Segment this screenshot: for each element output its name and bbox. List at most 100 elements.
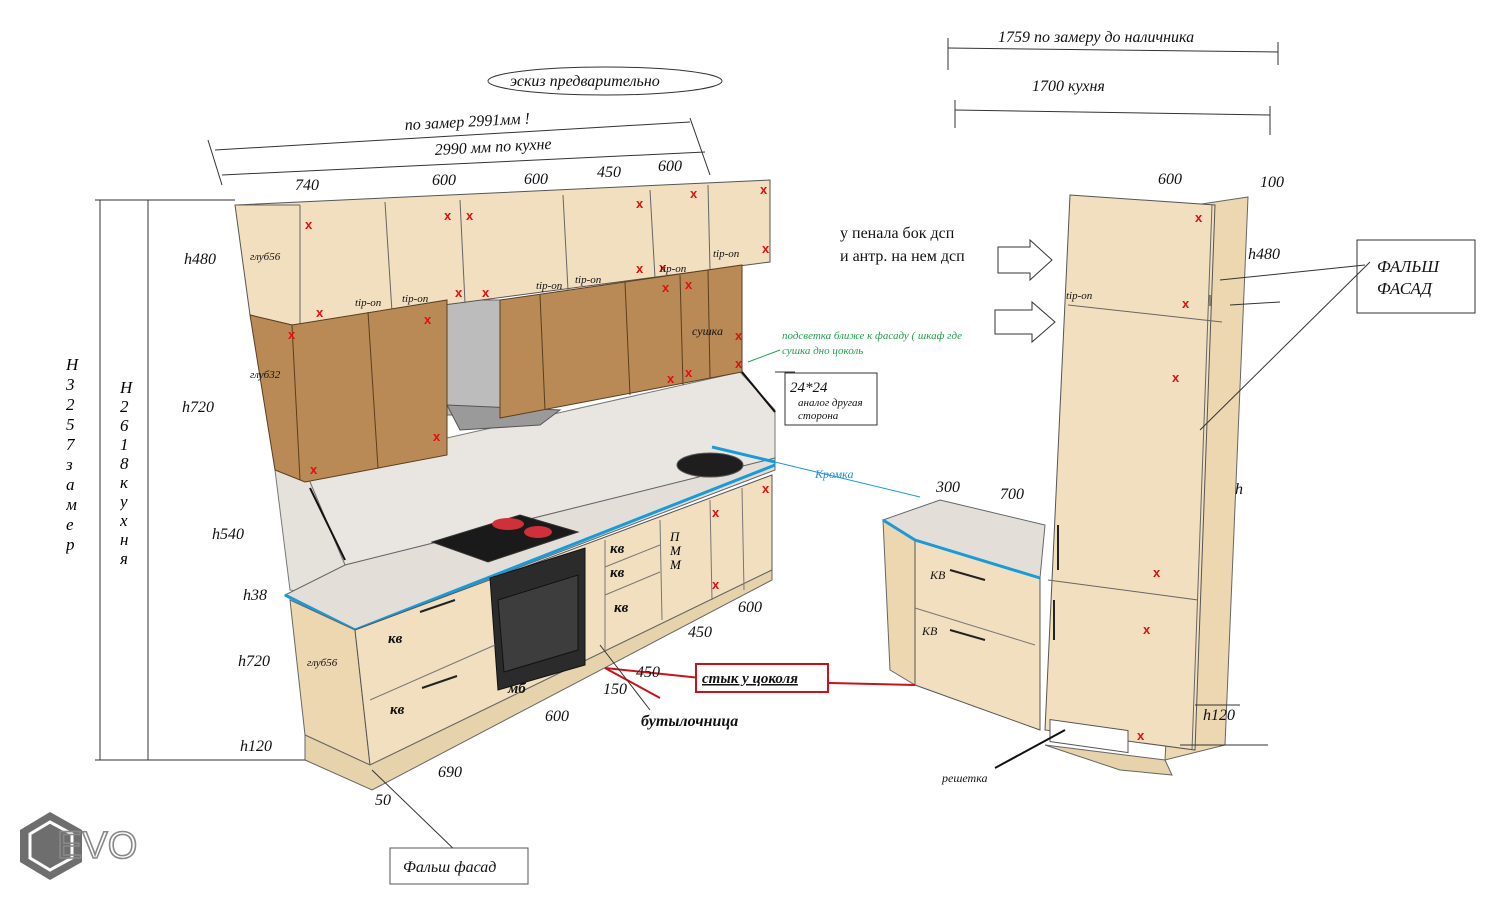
width-600-b: 600 bbox=[524, 171, 548, 188]
drawer-mb: мб bbox=[507, 681, 526, 697]
svg-text:x: x bbox=[685, 277, 693, 292]
svg-text:x: x bbox=[659, 260, 667, 275]
pencil-note-1: у пенала бок дсп bbox=[840, 225, 955, 242]
width-600-a: 600 bbox=[432, 172, 456, 189]
svg-text:x: x bbox=[712, 577, 720, 592]
svg-text:x: x bbox=[667, 371, 675, 386]
svg-text:x: x bbox=[1143, 622, 1151, 637]
svg-text:x: x bbox=[735, 328, 743, 343]
drawer-kv-1: кв bbox=[388, 631, 403, 647]
svg-text:x: x bbox=[690, 186, 698, 201]
profile-text-2: сторона bbox=[798, 410, 839, 422]
svg-text:x: x bbox=[433, 429, 441, 444]
right-width-100: 100 bbox=[1260, 174, 1284, 191]
arrow-right-top bbox=[997, 238, 1053, 282]
svg-text:x: x bbox=[762, 481, 770, 496]
tip-on-1: tip-on bbox=[355, 297, 382, 309]
svg-text:x: x bbox=[1137, 728, 1145, 743]
dimension-lines-left bbox=[95, 38, 1279, 761]
tall-unit-front bbox=[1044, 194, 1216, 751]
measured-width-label: по замер 2991мм ! bbox=[404, 110, 530, 134]
height-h540: h540 bbox=[212, 526, 244, 543]
depth-middle: глуб32 bbox=[250, 369, 281, 381]
upper-cabinets bbox=[234, 179, 771, 326]
svg-text:x: x bbox=[762, 241, 770, 256]
drawer-kv-5: кв bbox=[614, 600, 629, 616]
svg-text:x: x bbox=[1195, 210, 1203, 225]
right-width-700: 700 bbox=[1000, 486, 1024, 503]
corner-edge-highlight bbox=[882, 518, 1041, 580]
width-600-c: 600 bbox=[658, 158, 682, 175]
svg-text:x: x bbox=[466, 208, 474, 223]
sink-bowl bbox=[676, 452, 744, 478]
svg-text:x: x bbox=[662, 280, 670, 295]
base-width-600: 600 bbox=[545, 708, 569, 725]
height-h38: h38 bbox=[243, 587, 267, 604]
lighting-note-2: сушка дно цоколь bbox=[782, 345, 863, 357]
preliminary-sketch-ellipse bbox=[487, 66, 723, 96]
depth-upper: глуб56 bbox=[250, 251, 281, 263]
vertical-kitchen-label: Н2618 кухня bbox=[120, 378, 132, 568]
corner-KV-2: КВ bbox=[921, 624, 938, 638]
svg-text:x: x bbox=[735, 356, 743, 371]
cooker-hood bbox=[446, 299, 501, 416]
svg-text:x: x bbox=[310, 462, 318, 477]
middle-cabinets-left bbox=[249, 299, 448, 483]
ventilation-grille bbox=[1049, 718, 1129, 754]
height-h480: h480 bbox=[184, 251, 216, 268]
bottle-holder-label: бутылочница bbox=[641, 713, 738, 730]
drawer-kv-2: кв bbox=[390, 702, 405, 718]
base-width-600-right: 600 bbox=[738, 599, 762, 616]
false-facade-bottom-label: Фальш фасад bbox=[403, 859, 496, 876]
svg-text:x: x bbox=[316, 305, 324, 320]
edge-highlight-front bbox=[354, 463, 776, 632]
plinth-joint-box bbox=[695, 663, 829, 693]
edge-label: Кромка bbox=[814, 467, 853, 481]
profile-size: 24*24 bbox=[790, 380, 828, 396]
right-height-h120: h120 bbox=[1203, 707, 1235, 724]
svg-text:x: x bbox=[712, 505, 720, 520]
tip-on-6: tip-on bbox=[713, 248, 740, 260]
svg-text:x: x bbox=[636, 196, 644, 211]
profile-text-1: аналог другая bbox=[798, 397, 863, 409]
height-h720-lower: h720 bbox=[238, 653, 270, 670]
svg-text:x: x bbox=[482, 285, 490, 300]
kitchen-width-label: 2990 мм по кухне bbox=[434, 136, 552, 159]
vertical-total-label: Н3257 замер bbox=[66, 355, 78, 554]
dishwasher-label: ПММ bbox=[670, 530, 681, 572]
right-width-600: 600 bbox=[1158, 171, 1182, 188]
false-facade-bottom-box bbox=[389, 847, 529, 885]
svg-text:x: x bbox=[760, 182, 768, 197]
preliminary-sketch-label: эскиз предварительно bbox=[510, 73, 660, 90]
drawer-kv-3: кв bbox=[610, 541, 625, 557]
tip-on-3: tip-on bbox=[536, 280, 563, 292]
false-facade-line-2: ФАСАД bbox=[1377, 279, 1433, 298]
svg-text:x: x bbox=[288, 327, 296, 342]
svg-text:x: x bbox=[424, 312, 432, 327]
false-facade-line-1: ФАЛЬШ bbox=[1377, 257, 1440, 276]
base-width-50: 50 bbox=[375, 792, 391, 809]
corner-KV-1: КВ bbox=[929, 568, 946, 582]
width-450: 450 bbox=[597, 164, 621, 181]
svg-text:x: x bbox=[455, 285, 463, 300]
grille-label: решетка bbox=[941, 771, 988, 785]
svg-text:x: x bbox=[305, 217, 313, 232]
tip-on-4: tip-on bbox=[575, 274, 602, 286]
right-height-h: h bbox=[1235, 481, 1243, 498]
false-facade-box bbox=[1356, 239, 1476, 314]
svg-text:x: x bbox=[636, 261, 644, 276]
base-width-690: 690 bbox=[438, 764, 462, 781]
width-740: 740 bbox=[295, 177, 319, 194]
svg-text:x: x bbox=[444, 208, 452, 223]
dryer-label: сушка bbox=[692, 324, 723, 338]
profile-note-box bbox=[784, 372, 878, 426]
pencil-note-2: и антр. на нем дсп bbox=[840, 248, 965, 265]
svg-text:x: x bbox=[685, 365, 693, 380]
corner-base-side bbox=[882, 519, 916, 686]
base-width-150: 150 bbox=[603, 681, 627, 698]
base-width-450-b: 450 bbox=[636, 664, 660, 681]
height-h720-upper: h720 bbox=[182, 399, 214, 416]
evo-logo-text: EVO bbox=[57, 825, 137, 867]
